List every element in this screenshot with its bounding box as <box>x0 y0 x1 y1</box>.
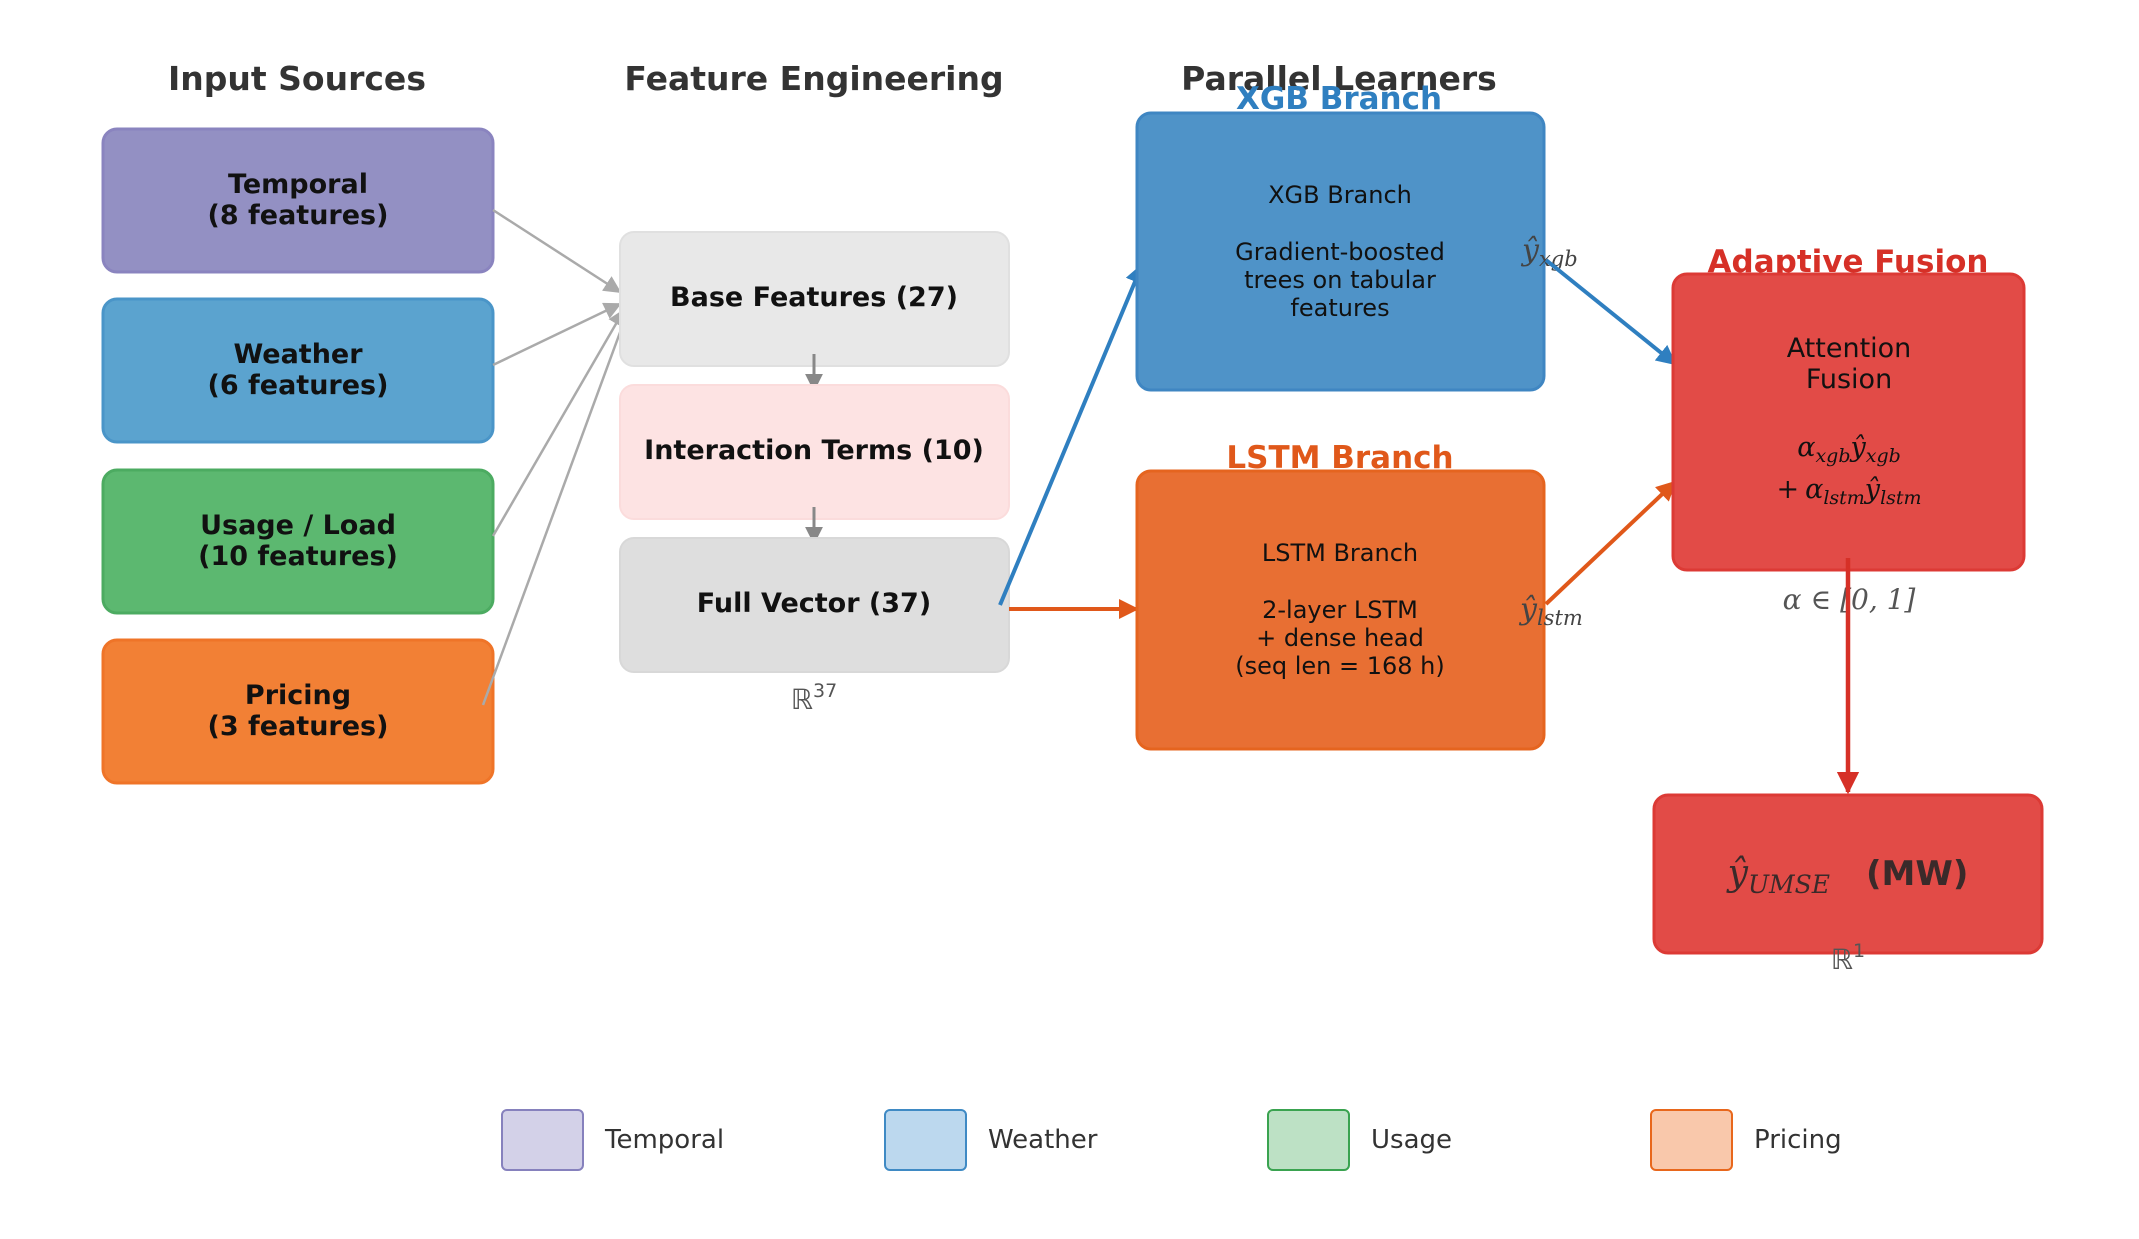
lstm-desc-line-1: 2-layer LSTM <box>1262 596 1418 624</box>
output-symbol: ŷ <box>1726 853 1749 894</box>
fusion-line-2: Fusion <box>1806 364 1892 395</box>
full-vector-dim-exp: 37 <box>813 680 837 702</box>
input-sources-title: Input Sources <box>168 59 426 98</box>
legend-label-weather: Weather <box>988 1125 1098 1155</box>
full-vector-dim-symbol: ℝ <box>791 683 813 716</box>
input-temporal-box <box>101 127 495 274</box>
base-features-node: Base Features (27) <box>619 231 1010 367</box>
legend-swatch-temporal <box>501 1109 584 1171</box>
fusion-alpha-2-sub: lstm <box>1823 487 1864 509</box>
xgb-branch-box <box>1135 111 1546 392</box>
output-dim-symbol: ℝ <box>1831 943 1853 976</box>
edge-weather-to-base <box>492 302 622 367</box>
edge-xgb-to-fusion <box>1544 258 1677 366</box>
feature-engineering-title: Feature Engineering <box>624 59 1003 98</box>
legend-item-usage: Usage <box>1267 1109 1452 1171</box>
input-temporal-name: Temporal <box>228 169 368 200</box>
fusion-alpha-1-sub: xgb <box>1815 445 1850 467</box>
input-temporal-node: Temporal (8 features) <box>101 127 495 274</box>
xgb-output-symbol: ŷ <box>1520 233 1540 268</box>
lstm-branch-node: LSTM Branch 2-layer LSTM + dense head (s… <box>1135 469 1546 751</box>
input-weather-box <box>101 297 495 444</box>
edge-usage-to-base <box>491 308 626 537</box>
input-pricing-box <box>101 638 495 785</box>
legend-label-temporal: Temporal <box>604 1125 724 1155</box>
input-usage-name: Usage / Load <box>200 510 396 541</box>
xgb-box-title: XGB Branch <box>1268 181 1412 209</box>
parallel-learners-title: Parallel Learners <box>1181 59 1497 98</box>
xgb-desc-line-2: trees on tabular <box>1244 266 1436 294</box>
full-vector-box <box>619 537 1010 673</box>
legend-item-pricing: Pricing <box>1650 1109 1842 1171</box>
legend-item-weather: Weather <box>884 1109 1098 1171</box>
fusion-box <box>1671 272 2026 572</box>
fusion-y-2: ŷ <box>1864 474 1881 505</box>
base-features-label: Base Features (27) <box>670 282 958 313</box>
input-pricing-name: Pricing <box>245 680 351 711</box>
fusion-formula-line-2: +αlstmŷlstm <box>1776 474 1921 509</box>
edge-lstm-to-fusion <box>1544 480 1677 606</box>
input-weather-node: Weather (6 features) <box>101 297 495 444</box>
legend: Temporal Weather Usage Pricing <box>501 1109 1842 1171</box>
output-box <box>1652 793 2044 955</box>
lstm-desc-line-2: + dense head <box>1256 624 1424 652</box>
legend-label-pricing: Pricing <box>1754 1125 1842 1155</box>
full-vector-node: Full Vector (37) <box>619 537 1010 673</box>
xgb-branch-title: XGB Branch <box>1236 81 1442 117</box>
lstm-output-label: ŷlstm <box>1518 592 1583 630</box>
fusion-node: Attention Fusion αxgbŷxgb +αlstmŷlstm <box>1671 272 2026 572</box>
edge-full-to-xgb <box>998 263 1145 606</box>
legend-item-temporal: Temporal <box>501 1109 724 1171</box>
fusion-y-1-sub: xgb <box>1866 445 1901 467</box>
fusion-formula-line-1: αxgbŷxgb <box>1797 432 1901 467</box>
full-vector-label: Full Vector (37) <box>697 588 931 619</box>
fusion-alpha-2: α <box>1805 474 1823 505</box>
output-label: ŷUMSE (MW) <box>1726 853 1969 899</box>
fusion-y-2-sub: lstm <box>1880 487 1921 509</box>
fusion-line-1: Attention <box>1787 333 1912 364</box>
fusion-plus: + <box>1776 474 1799 505</box>
input-weather-count: (6 features) <box>208 370 389 401</box>
output-dimension: ℝ1 <box>1831 940 1865 976</box>
xgb-output-label: ŷxgb <box>1520 233 1578 271</box>
legend-swatch-weather <box>884 1109 967 1171</box>
lstm-output-symbol: ŷ <box>1518 592 1538 627</box>
output-sub: UMSE <box>1748 870 1830 899</box>
input-weather-name: Weather <box>233 339 363 370</box>
legend-label-usage: Usage <box>1371 1125 1452 1155</box>
input-temporal-count: (8 features) <box>208 200 389 231</box>
output-unit: (MW) <box>1866 854 1968 894</box>
lstm-output-sub: lstm <box>1537 606 1583 630</box>
input-pricing-count: (3 features) <box>208 711 389 742</box>
output-node: ŷUMSE (MW) <box>1652 793 2044 955</box>
full-vector-dimension: ℝ37 <box>791 680 837 716</box>
edge-temporal-to-base <box>492 208 622 294</box>
input-usage-node: Usage / Load (10 features) <box>101 468 495 615</box>
legend-swatch-pricing <box>1650 1109 1733 1171</box>
lstm-branch-box <box>1135 469 1546 751</box>
input-usage-count: (10 features) <box>198 541 398 572</box>
output-dim-exp: 1 <box>1853 940 1865 962</box>
lstm-box-title: LSTM Branch <box>1262 539 1418 567</box>
interaction-terms-node: Interaction Terms (10) <box>619 384 1010 520</box>
legend-swatch-usage <box>1267 1109 1350 1171</box>
input-usage-box <box>101 468 495 615</box>
interaction-terms-label: Interaction Terms (10) <box>644 435 984 466</box>
fusion-alpha-1: α <box>1797 432 1815 463</box>
xgb-desc-line-1: Gradient-boosted <box>1235 238 1445 266</box>
xgb-output-sub: xgb <box>1539 247 1578 271</box>
xgb-branch-node: XGB Branch Gradient-boosted trees on tab… <box>1135 111 1546 392</box>
lstm-desc-line-3: (seq len = 168 h) <box>1235 652 1445 680</box>
edge-pricing-to-base <box>481 306 632 706</box>
input-pricing-node: Pricing (3 features) <box>101 638 495 785</box>
fusion-y-1: ŷ <box>1849 432 1866 463</box>
xgb-desc-line-3: features <box>1290 294 1389 322</box>
